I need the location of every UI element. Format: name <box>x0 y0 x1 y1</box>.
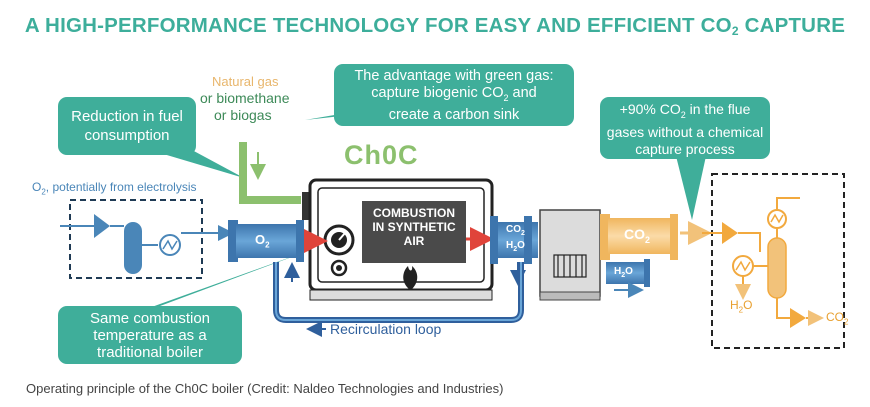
flash-drum <box>767 237 787 299</box>
separation-column <box>124 222 142 274</box>
natural-gas-label: Natural gas <box>212 74 279 89</box>
o2-pipe-label: O2 <box>255 232 270 250</box>
callout-tail-flue-gas <box>676 156 706 220</box>
callout-tail-fuel <box>150 150 244 178</box>
co2-pipe-label: CO2 <box>624 226 651 245</box>
callout-combustion-temperature: Same combustion temperature as a traditi… <box>58 306 242 364</box>
co2-out-label: CO2 <box>826 310 849 327</box>
figure-caption: Operating principle of the Ch0C boiler (… <box>26 381 504 396</box>
o2-source-label: O2, potentially from electrolysis <box>32 180 197 197</box>
biomethane-label: or biomethane <box>200 90 290 106</box>
callout-flue-gas: +90% CO2 in the flue gases without a che… <box>600 97 770 159</box>
flame-icon <box>403 266 418 289</box>
co2-h2o-label: CO2 H2O <box>506 224 525 253</box>
co2-pipe <box>608 218 672 254</box>
callout-green-gas: The advantage with green gas: capture bi… <box>334 64 574 126</box>
biogas-label: or biogas <box>214 107 272 123</box>
h2o-out-label: H2O <box>730 298 753 315</box>
h2o-pipe <box>606 262 646 284</box>
page-title: A HIGH-PERFORMANCE TECHNOLOGY FOR EASY A… <box>24 14 846 38</box>
o2-inlet-pipe <box>236 224 298 258</box>
condenser-coil-icon <box>553 254 587 278</box>
callout-fuel-reduction: Reduction in fuel consumption <box>58 97 196 155</box>
combustion-chamber <box>362 201 466 263</box>
condenser <box>539 209 601 297</box>
h2o-pipe-label: H2O <box>614 266 633 279</box>
electrolysis-box <box>69 199 203 279</box>
recirculation-label: Recirculation loop <box>330 321 442 337</box>
co2-capture-box <box>711 173 845 349</box>
logo-ch0c: Ch0C <box>344 140 419 170</box>
callout-tail-combustion-temp <box>110 248 316 322</box>
